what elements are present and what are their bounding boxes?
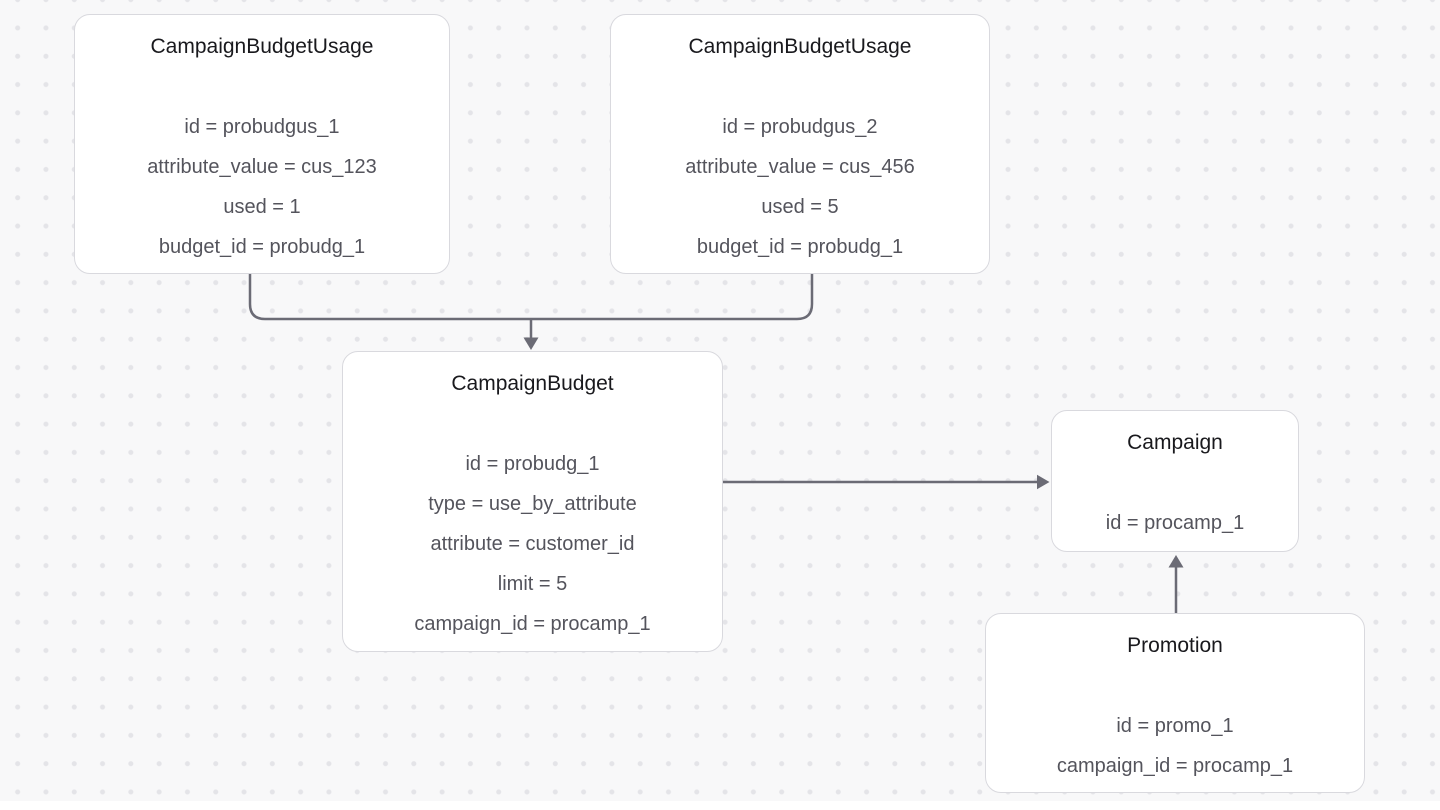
- node-attribute: budget_id = probudg_1: [696, 236, 904, 258]
- node-attribute: attribute_value = cus_123: [147, 156, 377, 178]
- node-attribute: type = use_by_attribute: [428, 493, 637, 515]
- node-title: Promotion: [1127, 634, 1223, 657]
- node-attribute: id = probudgus_1: [184, 116, 340, 138]
- node-title: CampaignBudgetUsage: [688, 35, 912, 58]
- entity-node-campaign: Campaign id = procamp_1: [1051, 410, 1299, 552]
- node-title: Campaign: [1127, 431, 1223, 454]
- node-attribute: attribute_value = cus_456: [685, 156, 915, 178]
- node-attribute: budget_id = probudg_1: [158, 236, 366, 258]
- node-attribute: id = promo_1: [1116, 715, 1234, 737]
- node-attribute: used = 1: [223, 196, 301, 218]
- node-attribute: used = 5: [761, 196, 839, 218]
- entity-node-campaign-budget: CampaignBudget id = probudg_1 type = use…: [342, 351, 723, 652]
- arrowhead-right-icon: [1037, 474, 1050, 490]
- entity-node-campaign-budget-usage-2: CampaignBudgetUsage id = probudgus_2 att…: [610, 14, 990, 274]
- entity-node-campaign-budget-usage-1: CampaignBudgetUsage id = probudgus_1 att…: [74, 14, 450, 274]
- arrowhead-up-icon: [1168, 555, 1184, 568]
- arrowhead-down-icon: [523, 337, 539, 350]
- node-attribute: id = probudg_1: [465, 453, 600, 475]
- entity-node-promotion: Promotion id = promo_1 campaign_id = pro…: [985, 613, 1365, 793]
- node-attribute: attribute = customer_id: [430, 533, 635, 555]
- node-attribute: campaign_id = procamp_1: [1056, 755, 1294, 777]
- edge-usages-merge-connector: [248, 274, 814, 321]
- node-attribute: campaign_id = procamp_1: [414, 613, 651, 635]
- node-attribute: limit = 5: [497, 573, 568, 595]
- node-attribute: id = probudgus_2: [722, 116, 878, 138]
- node-title: CampaignBudgetUsage: [150, 35, 374, 58]
- node-attribute: id = procamp_1: [1105, 512, 1245, 534]
- node-title: CampaignBudget: [451, 372, 614, 395]
- canvas-bottom-strip: [0, 801, 1440, 810]
